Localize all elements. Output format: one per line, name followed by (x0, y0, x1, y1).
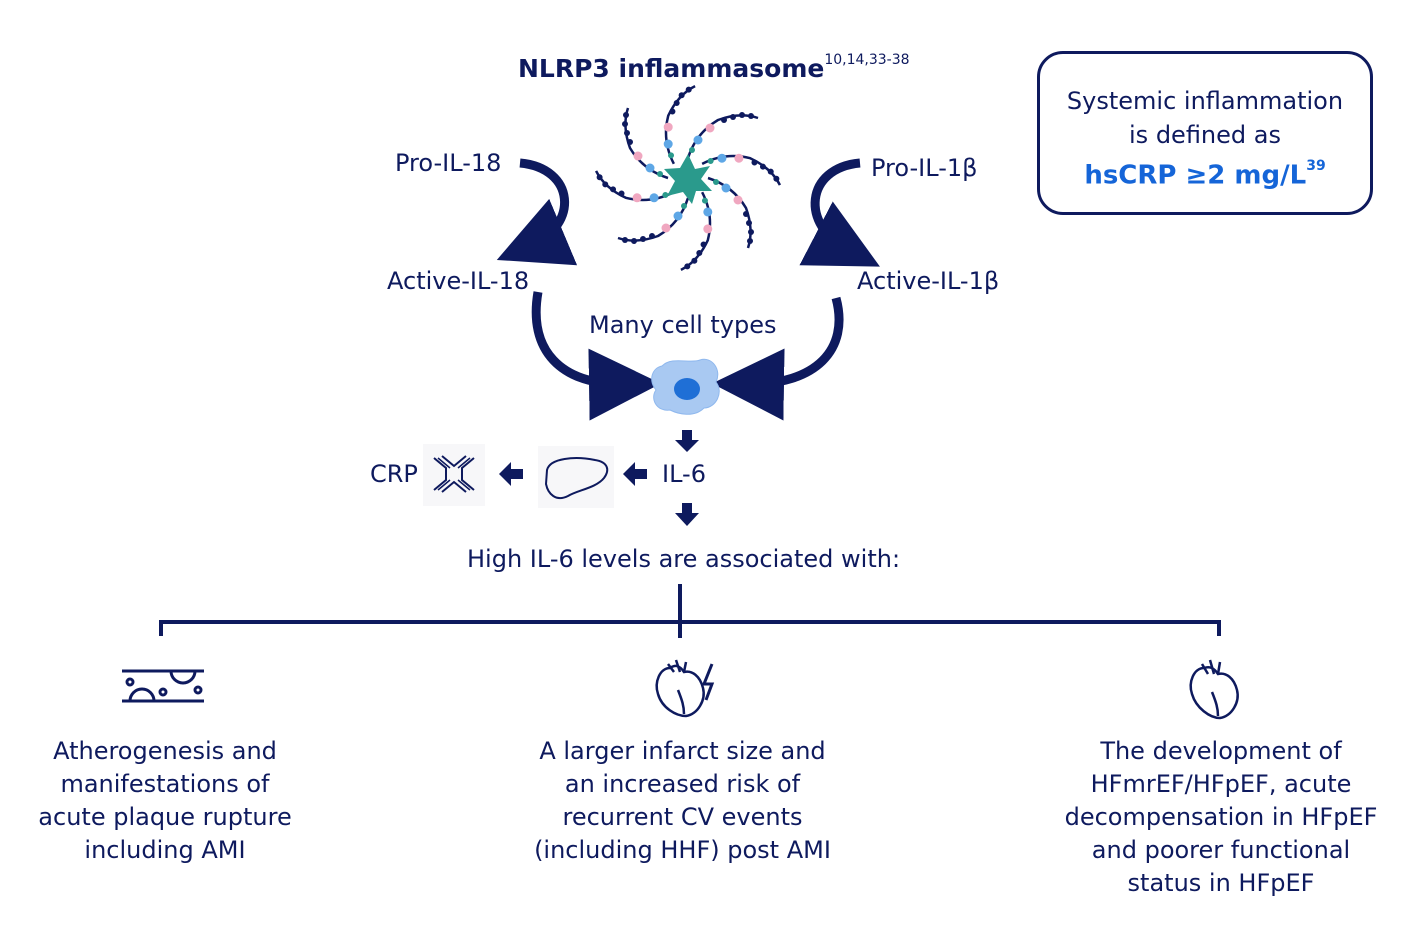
cell-icon (651, 358, 720, 415)
label-high-il6: High IL-6 levels are associated with: (467, 545, 901, 573)
label-pro-il1b: Pro-IL-1β (871, 154, 978, 182)
arrow-liver-to-crp (499, 462, 523, 486)
label-pro-il18: Pro-IL-18 (395, 149, 502, 177)
label-crp: CRP (370, 460, 418, 488)
arrow-cell-to-il6 (675, 430, 699, 452)
outcome-bracket (159, 584, 1221, 638)
arrow-pro-il1b-to-active (799, 158, 880, 267)
arrow-active-il1b-to-cell (712, 296, 844, 421)
arrow-il6-to-liver (623, 462, 647, 486)
crp-icon (423, 444, 485, 506)
label-il6: IL-6 (662, 460, 706, 488)
outcome-text-2: A larger infarct size and an increased r… (534, 737, 831, 864)
inflammasome-icon (594, 84, 782, 272)
heart-lightning-icon (655, 659, 715, 718)
arrow-pro-il18-to-active (496, 158, 578, 266)
definition-line1: Systemic inflammation (1066, 87, 1344, 115)
liver-icon (538, 446, 614, 508)
outcome-text-1: Atherogenesis and manifestations of acut… (38, 737, 292, 864)
arrow-il6-to-high (675, 503, 699, 526)
definition-highlight: hsCRP ≥2 mg/L39 (1084, 158, 1326, 191)
label-active-il18: Active-IL-18 (387, 267, 530, 295)
heart-icon (1189, 659, 1239, 720)
label-many-cell-types: Many cell types (589, 311, 777, 339)
label-active-il1b: Active-IL-1β (857, 267, 1000, 295)
definition-box: Systemic inflammation is defined as hsCR… (1037, 51, 1373, 215)
outcome-text-3: The development of HFmrEF/HFpEF, acute d… (1064, 737, 1378, 897)
definition-line2: is defined as (1129, 121, 1281, 149)
arrow-active-il18-to-cell (531, 291, 661, 421)
diagram-title: NLRP3 inflammasome10,14,33-38 (518, 51, 910, 83)
plaque-artery-icon (122, 669, 204, 703)
